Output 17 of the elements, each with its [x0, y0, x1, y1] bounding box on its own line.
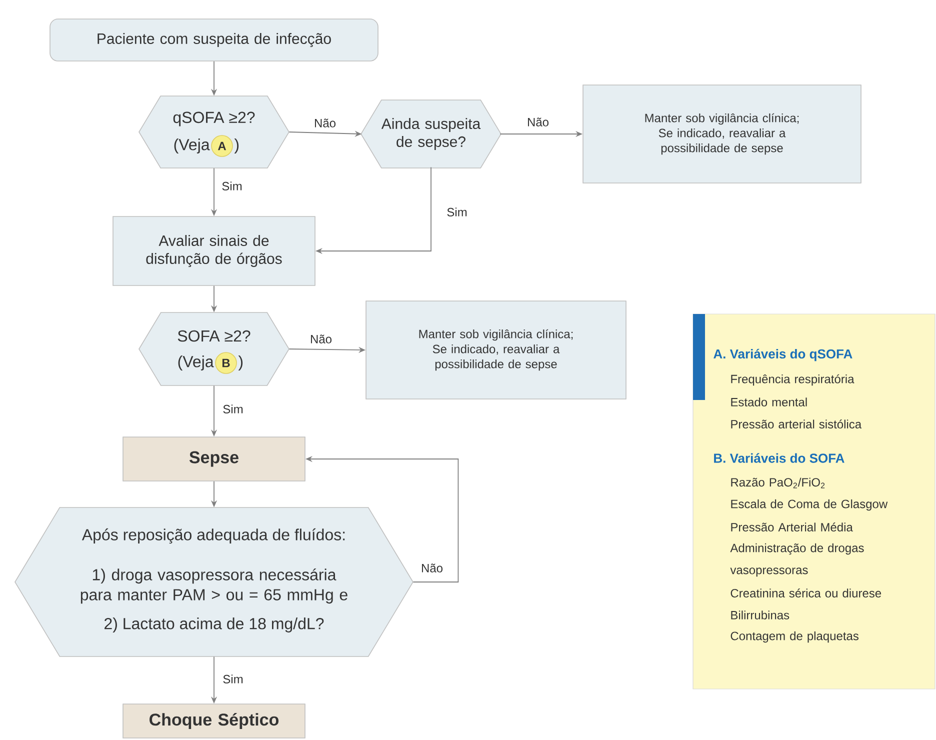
- process-box: Avaliar sinais de disfunção de órgãos: [112, 216, 316, 286]
- edge-label: Não: [420, 562, 444, 574]
- decision-hexagon: Ainda suspeita de sepse?: [360, 100, 502, 168]
- edge-label: Sim: [446, 206, 468, 218]
- info-panel: A. Variáveis do qSOFA Frequência respiratória Estado mental Pressão arterial sistólica B. Variáveis do SOFA Razão PaO$_{2}$/FiO$_{2}$ Escala de Coma de Glasgow Pressão Arterial Média Administração de drogas vasopressoras Creatinina sérica ou diurese Bilirrubinas Contagem de plaquetas: [692, 314, 936, 690]
- edge-label: Sim: [222, 404, 244, 414]
- result-box: Sepse: [122, 436, 306, 482]
- edge-label: Não: [526, 116, 550, 128]
- result-box: Choque Séptico: [122, 704, 306, 738]
- decision-hexagon: Após reposição adequada de fluídos: 1) droga vasopressora necessária para manter PAM > ou = 65 mmHg e 2) Lactato acima de 18 mg/dL?: [14, 507, 414, 657]
- edge-label: Sim: [220, 180, 244, 192]
- edge-label: Não: [313, 118, 338, 128]
- process-box: Manter sob vigilância clínica; Se indicado, reavaliar a possibilidade de sepse: [366, 300, 626, 400]
- edge-label: Não: [309, 334, 333, 344]
- process-box: Manter sob vigilância clínica; Se indicado, reavaliar a possibilidade de sepse: [582, 84, 862, 184]
- edge-label: Sim: [222, 674, 244, 684]
- start-box: Paciente com suspeita de infecção: [50, 18, 378, 62]
